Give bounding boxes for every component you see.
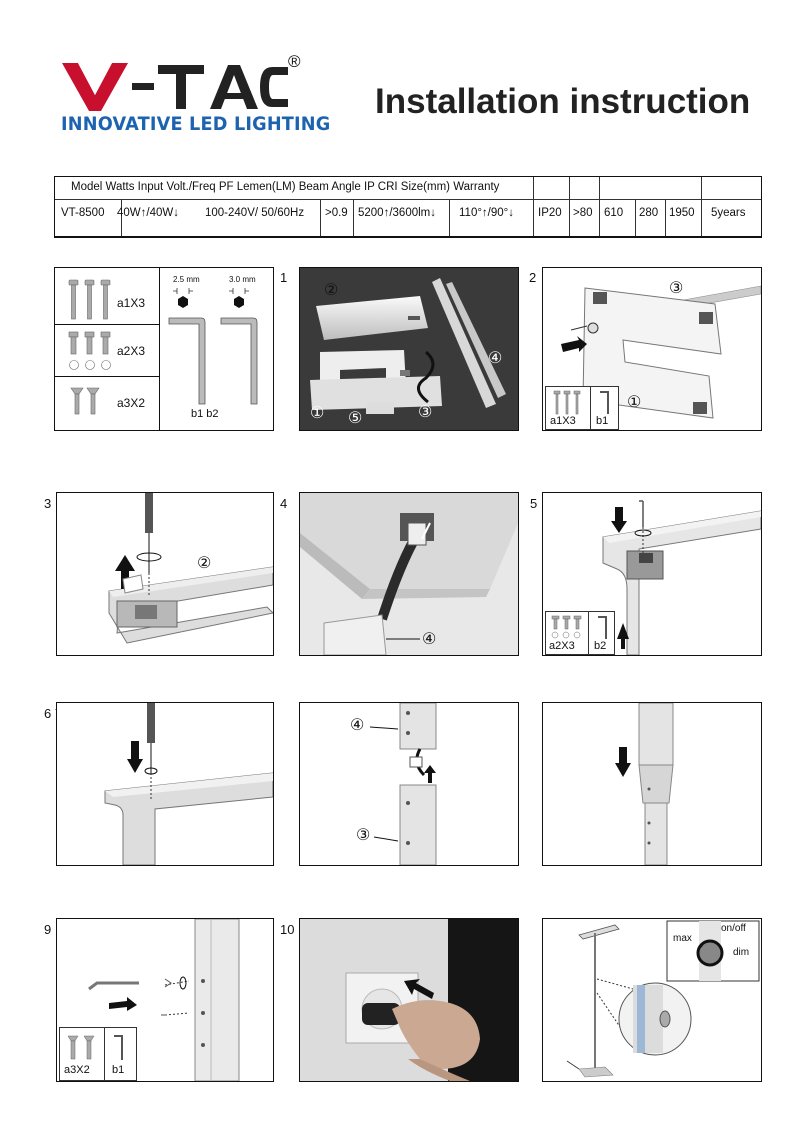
screw-a1-icon: [68, 279, 111, 320]
spec-table: Model Watts Input Volt./Freq PF Lemen(LM…: [54, 176, 762, 238]
step-11-panel: max on/off dim: [542, 918, 762, 1082]
hex-size-1: 2.5 mm: [173, 275, 200, 284]
callout-4-step7: ④: [350, 717, 365, 734]
spec-size-l: 610: [604, 207, 624, 219]
step-5-inset-b: b2: [594, 640, 607, 652]
part-a1-label: a1X3: [117, 296, 146, 310]
spec-ip: IP20: [538, 207, 562, 219]
step-2-parts-inset: a1X3 b1: [545, 386, 619, 430]
step-5-inset-a: a2X3: [549, 640, 575, 652]
spec-header: Model Watts Input Volt./Freq PF Lemen(LM…: [71, 181, 500, 193]
spec-warranty: 5years: [711, 207, 746, 219]
spec-watts: 40W↑/40W↓: [117, 207, 179, 219]
hex-size-2: 3.0 mm: [229, 275, 256, 284]
step-1-photo: ② ① ⑤ ③ ④: [299, 267, 519, 431]
step-3-panel: ②: [56, 492, 274, 656]
dimmer-max-label: max: [673, 933, 692, 944]
callout-3-step2: ③: [669, 280, 684, 297]
step-9-inset-b: b1: [112, 1064, 125, 1076]
part-a2-label: a2X3: [117, 344, 146, 358]
part-a3-label: a3X2: [117, 396, 146, 410]
brand-logo: [60, 55, 290, 115]
step-3-number: 3: [44, 496, 52, 511]
step-9-number: 9: [44, 922, 52, 937]
step-2-inset-a: a1X3: [550, 415, 576, 427]
screw-a3-icon: [70, 387, 100, 415]
step-10-photo: [299, 918, 519, 1082]
callout-4-step4: ④: [422, 631, 437, 648]
callout-2-step3: ②: [197, 555, 212, 572]
spec-beam: 110°↑/90°↓: [459, 207, 515, 219]
callout-3: ③: [418, 404, 433, 421]
spec-pf: >0.9: [325, 207, 348, 219]
spec-voltage: 100-240V/ 50/60Hz: [205, 207, 305, 219]
spec-cri: >80: [573, 207, 593, 219]
part-b-label: b1 b2: [191, 408, 219, 420]
step-2-number: 2: [529, 270, 537, 285]
callout-2: ②: [324, 282, 339, 299]
step-8-panel: [542, 702, 762, 866]
dimmer-dim-label: dim: [733, 947, 750, 958]
spec-lumen: 5200↑/3600lm↓: [358, 207, 436, 219]
callout-1-step2: ①: [627, 394, 642, 411]
registered-mark: ®: [288, 52, 301, 71]
step-5-panel: a2X3 b2: [542, 492, 762, 656]
callout-3-step7: ③: [356, 827, 371, 844]
step-6-panel: [56, 702, 274, 866]
dimmer-onoff-label: on/off: [721, 923, 746, 934]
page-title: Installation instruction: [375, 82, 751, 121]
step-5-number: 5: [530, 496, 538, 511]
hex-keys-icon: [168, 288, 258, 405]
parts-panel: a1X3 a2X3 a3X2 2.5 mm 3.0 mm b1 b2: [54, 267, 274, 431]
spec-size-h: 1950: [669, 207, 695, 219]
step-9-panel: a3X2 b1: [56, 918, 274, 1082]
step-2-panel: ③ ① a1X3 b1: [542, 267, 762, 431]
callout-5: ⑤: [348, 410, 363, 427]
step-10-number: 10: [280, 922, 295, 937]
screw-a2-icon: [68, 331, 111, 370]
step-4-photo: ④: [299, 492, 519, 656]
spec-model: VT-8500: [61, 207, 105, 219]
step-2-inset-b: b1: [596, 415, 609, 427]
step-4-number: 4: [280, 496, 288, 511]
step-9-inset-a: a3X2: [64, 1064, 90, 1076]
callout-4: ④: [488, 350, 503, 367]
step-7-panel: ④ ③: [299, 702, 519, 866]
brand-tagline: INNOVATIVE LED LIGHTING: [61, 113, 331, 135]
step-9-parts-inset: a3X2 b1: [59, 1027, 137, 1081]
step-1-number: 1: [280, 270, 288, 285]
spec-size-w: 280: [639, 207, 659, 219]
callout-1: ①: [310, 405, 325, 422]
step-5-parts-inset: a2X3 b2: [545, 611, 615, 655]
